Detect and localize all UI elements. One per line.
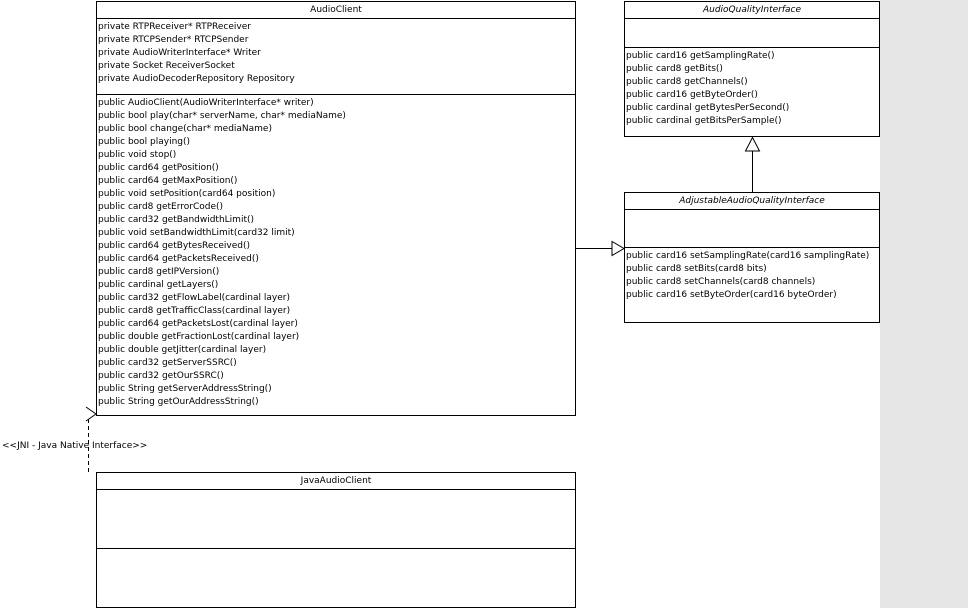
class-name: AudioClient — [97, 2, 575, 19]
attributes-section — [97, 490, 575, 549]
attributes-section — [625, 210, 879, 248]
operation-row: public card16 getSamplingRate() — [626, 51, 775, 61]
operation-row: public String getOurAddressString() — [98, 397, 259, 407]
operation-row: public cardinal getBytesPerSecond() — [626, 103, 790, 113]
jni-stereotype-label: <<JNI - Java Native Interface>> — [2, 441, 148, 451]
operation-row: public card32 getServerSSRC() — [98, 358, 237, 368]
attribute-row: private RTPReceiver* RTPReceiver — [98, 22, 251, 32]
operation-row: public double getFractionLost(cardinal l… — [98, 332, 300, 342]
canvas-gutter — [880, 0, 968, 608]
operation-row: public card64 getPacketsLost(cardinal la… — [98, 319, 298, 329]
operation-row: public card64 getBytesReceived() — [98, 241, 250, 251]
operation-row: public void stop() — [98, 150, 177, 160]
operation-row: public card64 getPosition() — [98, 163, 219, 173]
operation-row: public String getServerAddressString() — [98, 384, 272, 394]
operation-row: public double getJitter(cardinal layer) — [98, 345, 267, 355]
operation-row: public card32 getFlowLabel(cardinal laye… — [98, 293, 290, 303]
operation-row: public card16 setSamplingRate(card16 sam… — [626, 251, 870, 261]
operations-section: public card16 getSamplingRate() public ca… — [625, 48, 879, 128]
operation-row: public bool change(char* mediaName) — [98, 124, 272, 134]
operation-row: public card8 getIPVersion() — [98, 267, 220, 277]
operation-row: public card8 getBits() — [626, 64, 723, 74]
attribute-row: private AudioDecoderRepository Repositor… — [98, 74, 295, 84]
operation-row: public card32 getOurSSRC() — [98, 371, 224, 381]
operation-row: public card8 getErrorCode() — [98, 202, 224, 212]
class-name: JavaAudioClient — [97, 473, 575, 490]
class-adjustable-audio-quality-interface[interactable]: AdjustableAudioQualityInterface public c… — [624, 192, 880, 323]
operation-row: public void setBandwidthLimit(card32 lim… — [98, 228, 295, 238]
jni-dependency-arrowhead — [85, 406, 97, 422]
operation-row: public card16 getByteOrder() — [626, 90, 758, 100]
attributes-section — [625, 19, 879, 48]
operation-row: public card64 getMaxPosition() — [98, 176, 238, 186]
operation-row: public cardinal getBitsPerSample() — [626, 116, 782, 126]
operations-section: public card16 setSamplingRate(card16 sam… — [625, 248, 879, 302]
class-audio-client[interactable]: AudioClient private RTPReceiver* RTPRece… — [96, 1, 576, 416]
attribute-row: private AudioWriterInterface* Writer — [98, 48, 261, 58]
operation-row: public card8 setBits(card8 bits) — [626, 264, 767, 274]
class-name: AdjustableAudioQualityInterface — [625, 193, 879, 210]
operation-row: public cardinal getLayers() — [98, 280, 219, 290]
attribute-row: private Socket ReceiverSocket — [98, 61, 235, 71]
attributes-section: private RTPReceiver* RTPReceiver private … — [97, 19, 575, 95]
class-name: AudioQualityInterface — [625, 2, 879, 19]
operation-row: public card8 getTrafficClass(cardinal la… — [98, 306, 291, 316]
operations-section: public AudioClient(AudioWriterInterface*… — [97, 95, 575, 409]
operation-row: public void setPosition(card64 position) — [98, 189, 276, 199]
generalization-arrowhead-quality — [744, 136, 761, 152]
attribute-row: private RTCPSender* RTCPSender — [98, 35, 249, 45]
operation-row: public bool play(char* serverName, char*… — [98, 111, 346, 121]
operation-row: public AudioClient(AudioWriterInterface*… — [98, 98, 314, 108]
operation-row: public card8 getChannels() — [626, 77, 748, 87]
operation-row: public card64 getPacketsReceived() — [98, 254, 259, 264]
operation-row: public card32 getBandwidthLimit() — [98, 215, 254, 225]
operation-row: public bool playing() — [98, 137, 191, 147]
realization-arrowhead-adjustable — [611, 240, 625, 257]
operation-row: public card8 setChannels(card8 channels) — [626, 277, 816, 287]
operation-row: public card16 setByteOrder(card16 byteOr… — [626, 290, 837, 300]
class-audio-quality-interface[interactable]: AudioQualityInterface public card16 getS… — [624, 1, 880, 137]
